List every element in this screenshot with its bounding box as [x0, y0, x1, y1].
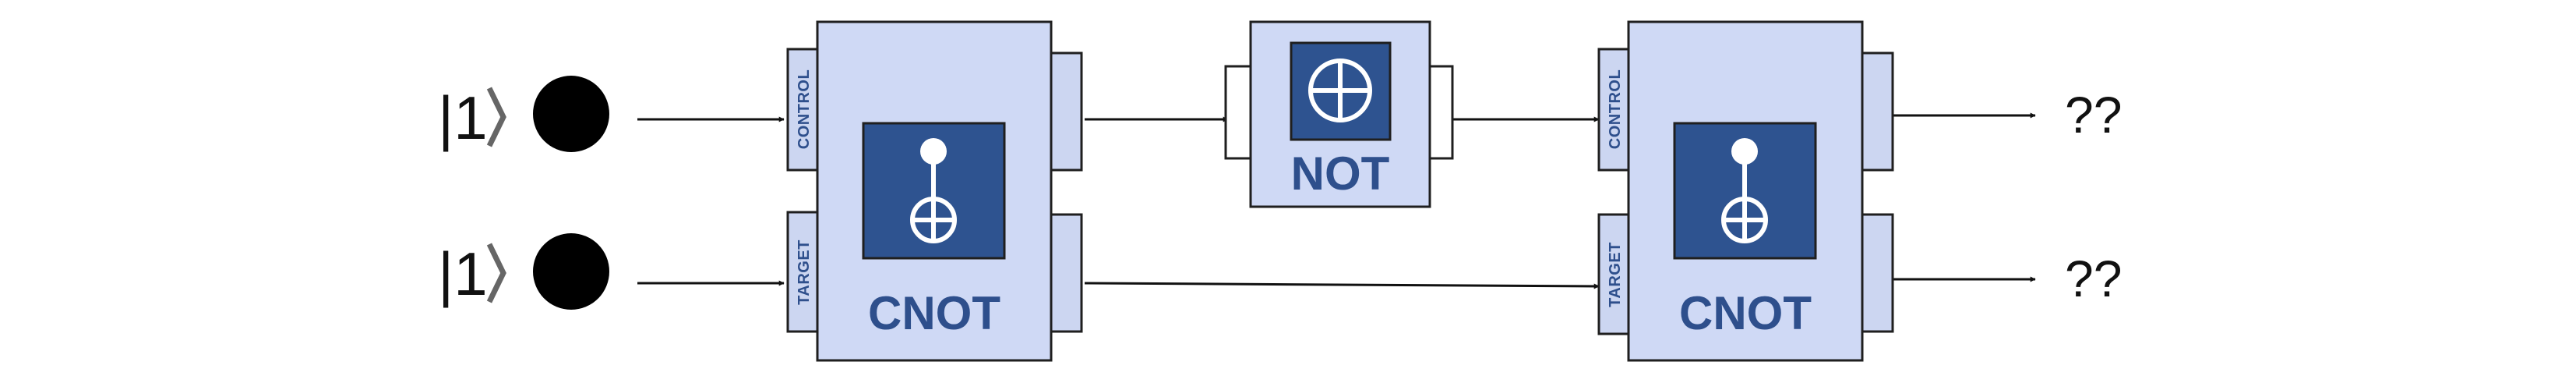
- cnot-symbol-icon: [862, 122, 1006, 260]
- gate-label: NOT: [1291, 147, 1390, 200]
- ket-angle-2: [486, 243, 506, 303]
- output-label-2: ??: [2065, 250, 2122, 307]
- not-input-port: [1224, 65, 1252, 160]
- gate-label: CNOT: [1679, 287, 1812, 339]
- wire-cnot1-to-cnot2: [1084, 282, 1600, 289]
- gate-label: CNOT: [868, 287, 1000, 339]
- xor-plus-icon: [1290, 41, 1392, 141]
- target-port-2: [1597, 213, 1630, 335]
- control-port-label: CONTROL: [796, 69, 813, 149]
- target-port-label: TARGET: [796, 239, 813, 305]
- control-port-1: [786, 48, 819, 172]
- output-port-1b: [1049, 213, 1083, 333]
- cnot-gate-1: CONTROL TARGET CNOT: [786, 20, 1083, 362]
- ket-angle-1: [486, 87, 506, 147]
- ket-label-2: |1: [438, 239, 488, 308]
- output-port-2b: [1860, 213, 1894, 333]
- input-qubit-2: |1: [438, 233, 609, 310]
- input-qubit-1: |1: [438, 76, 609, 152]
- control-port-label: CONTROL: [1607, 69, 1624, 149]
- qubit-state-dot-2: [533, 233, 609, 310]
- not-gate: NOT: [1224, 20, 1454, 208]
- output-port-1a: [1049, 51, 1083, 172]
- ket-label-1: |1: [438, 83, 488, 152]
- cnot-symbol-icon: [1673, 122, 1817, 260]
- output-port-2a: [1860, 51, 1894, 172]
- not-output-port: [1427, 65, 1454, 160]
- output-label-1: ??: [2065, 86, 2122, 144]
- wires: [637, 112, 2036, 289]
- qubit-state-dot-1: [533, 76, 609, 152]
- target-port-label: TARGET: [1607, 242, 1624, 307]
- cnot-gate-2: CONTROL TARGET CNOT: [1597, 20, 1894, 362]
